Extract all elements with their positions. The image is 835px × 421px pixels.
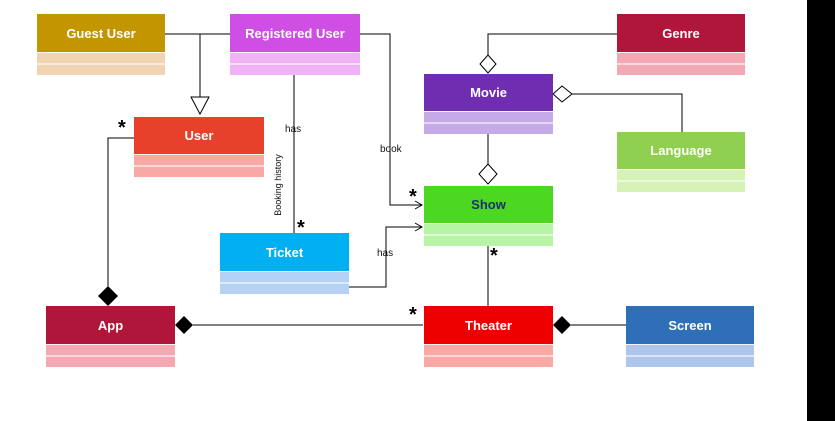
class-theater[interactable]: Theater — [424, 306, 553, 367]
class-language-name: Language — [617, 132, 745, 169]
class-guest-user-body — [37, 52, 165, 75]
label-book: book — [380, 144, 402, 155]
line-ticket-to-show — [349, 226, 422, 288]
line-user-to-app — [107, 137, 134, 286]
class-ticket[interactable]: Ticket — [220, 233, 349, 294]
class-screen-name: Screen — [626, 306, 754, 344]
class-theater-name: Theater — [424, 306, 553, 344]
class-movie[interactable]: Movie — [424, 74, 553, 134]
class-genre-name: Genre — [617, 14, 745, 52]
line-genre-to-movie — [487, 33, 617, 55]
class-user-name: User — [134, 117, 264, 154]
arrowhead-book — [414, 200, 424, 210]
class-show-name: Show — [424, 186, 553, 223]
aggregation-diamond-movie-show — [478, 163, 498, 185]
class-guest-user[interactable]: Guest User — [37, 14, 165, 75]
label-has-ticket: has — [285, 124, 302, 135]
class-user-body — [134, 154, 264, 177]
class-genre-body — [617, 52, 745, 75]
association-lines — [98, 33, 683, 334]
class-movie-body — [424, 111, 553, 134]
class-user[interactable]: User — [134, 117, 264, 177]
aggregation-diamond-movie-language — [552, 85, 573, 103]
class-movie-name: Movie — [424, 74, 553, 111]
class-ticket-name: Ticket — [220, 233, 349, 271]
aggregation-diamond-genre-movie — [479, 54, 497, 74]
class-screen-body — [626, 344, 754, 367]
composition-diamond-app-user — [98, 286, 118, 306]
label-has-show: has — [377, 248, 394, 259]
class-language-body — [617, 169, 745, 192]
multiplicity-user: * — [118, 117, 126, 139]
multiplicity-show-book: * — [409, 186, 417, 208]
class-registered-user[interactable]: Registered User — [230, 14, 360, 75]
class-screen[interactable]: Screen — [626, 306, 754, 367]
composition-diamond-theater-screen — [553, 316, 571, 334]
multiplicity-show-theater: * — [490, 245, 498, 267]
class-registered-user-name: Registered User — [230, 14, 360, 52]
line-registered-to-show — [360, 33, 422, 206]
multiplicity-ticket: * — [297, 217, 305, 239]
class-app-name: App — [46, 306, 175, 344]
composition-diamond-app-theater — [175, 316, 193, 334]
arrowhead-ticket-show — [414, 222, 424, 232]
class-language[interactable]: Language — [617, 132, 745, 192]
class-app[interactable]: App — [46, 306, 175, 367]
class-theater-body — [424, 344, 553, 367]
right-edge-bar — [807, 0, 835, 421]
generalization-triangle — [190, 96, 210, 116]
label-booking-history: Booking history — [272, 154, 283, 216]
class-app-body — [46, 344, 175, 367]
line-movie-to-language — [572, 93, 683, 132]
line-guest-to-user — [164, 33, 201, 97]
class-registered-user-body — [230, 52, 360, 75]
class-show[interactable]: Show — [424, 186, 553, 246]
multiplicity-theater: * — [409, 304, 417, 326]
class-guest-user-name: Guest User — [37, 14, 165, 52]
class-ticket-body — [220, 271, 349, 294]
class-show-body — [424, 223, 553, 246]
class-genre[interactable]: Genre — [617, 14, 745, 75]
